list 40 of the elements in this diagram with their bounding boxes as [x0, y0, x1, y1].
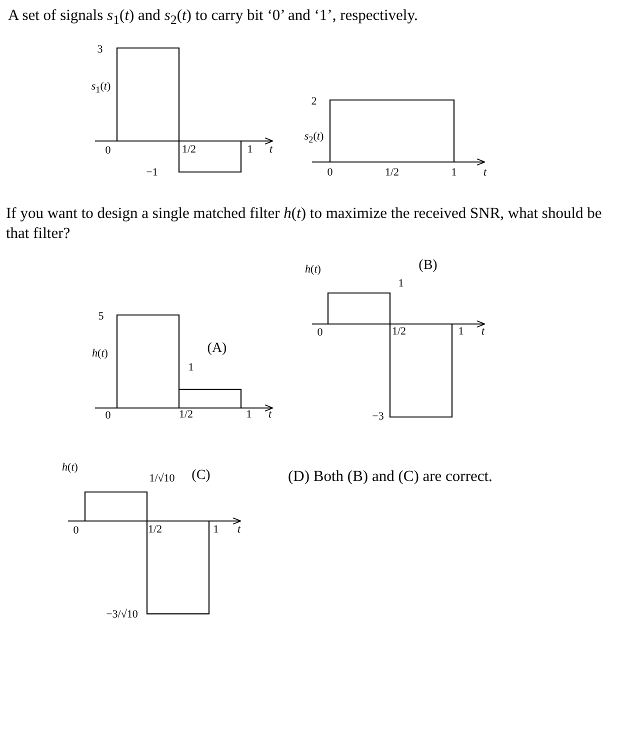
- tick-label: 1: [188, 362, 194, 374]
- tick-label: 1/√10: [149, 474, 175, 484]
- axis-label: h(t): [62, 462, 78, 474]
- axis-label: h(t): [92, 348, 108, 360]
- question-text: If you want to design a single matched filter h(t) to maximize the received SNR, what should be that filter?: [6, 204, 603, 244]
- option-label: (B): [418, 259, 438, 273]
- tick-label: 0: [317, 328, 323, 338]
- tick-label: −1: [146, 168, 158, 178]
- tick-label: 1/2: [148, 524, 162, 536]
- intro-text: A set of signals s$_{1}$(t) and s$_{2}$(t) to carry bit ‘0’ and ‘1’, respectively.: [8, 6, 418, 29]
- axis-label: t: [237, 524, 241, 536]
- axis-label: t: [268, 410, 272, 420]
- tick-label: 3: [97, 44, 103, 56]
- tick-label: 2: [311, 96, 317, 108]
- tick-label: 1: [451, 168, 457, 178]
- axis-label: t: [481, 326, 485, 338]
- option-text: (D) Both (B) and (C) are correct.: [288, 467, 492, 487]
- tick-label: 1: [458, 326, 464, 338]
- axis-label: t: [483, 168, 487, 178]
- axis-label: h(t): [305, 264, 321, 276]
- tick-label: 0: [105, 146, 111, 156]
- option-label: (A): [207, 342, 227, 356]
- tick-label: 1/2: [182, 144, 196, 156]
- tick-label: 1: [247, 144, 253, 156]
- axis-label: s$_{2}$(t): [304, 131, 324, 145]
- tick-label: 1/2: [384, 168, 400, 178]
- tick-label: 1/2: [178, 410, 194, 420]
- option-label: (C): [192, 469, 210, 483]
- tick-label: 5: [98, 312, 104, 322]
- tick-label: 0: [327, 168, 333, 178]
- axis-label: t: [269, 144, 273, 156]
- tick-label: 1/2: [392, 326, 406, 338]
- tick-label: 1: [246, 410, 252, 420]
- tick-label: 0: [73, 526, 79, 536]
- tick-label: −3/√10: [106, 610, 138, 620]
- tick-label: 1: [213, 524, 219, 536]
- axis-label: s$_{1}$(t): [91, 81, 111, 95]
- tick-label: 1: [398, 278, 404, 290]
- tick-label: 0: [105, 410, 111, 422]
- tick-label: −3: [372, 412, 384, 422]
